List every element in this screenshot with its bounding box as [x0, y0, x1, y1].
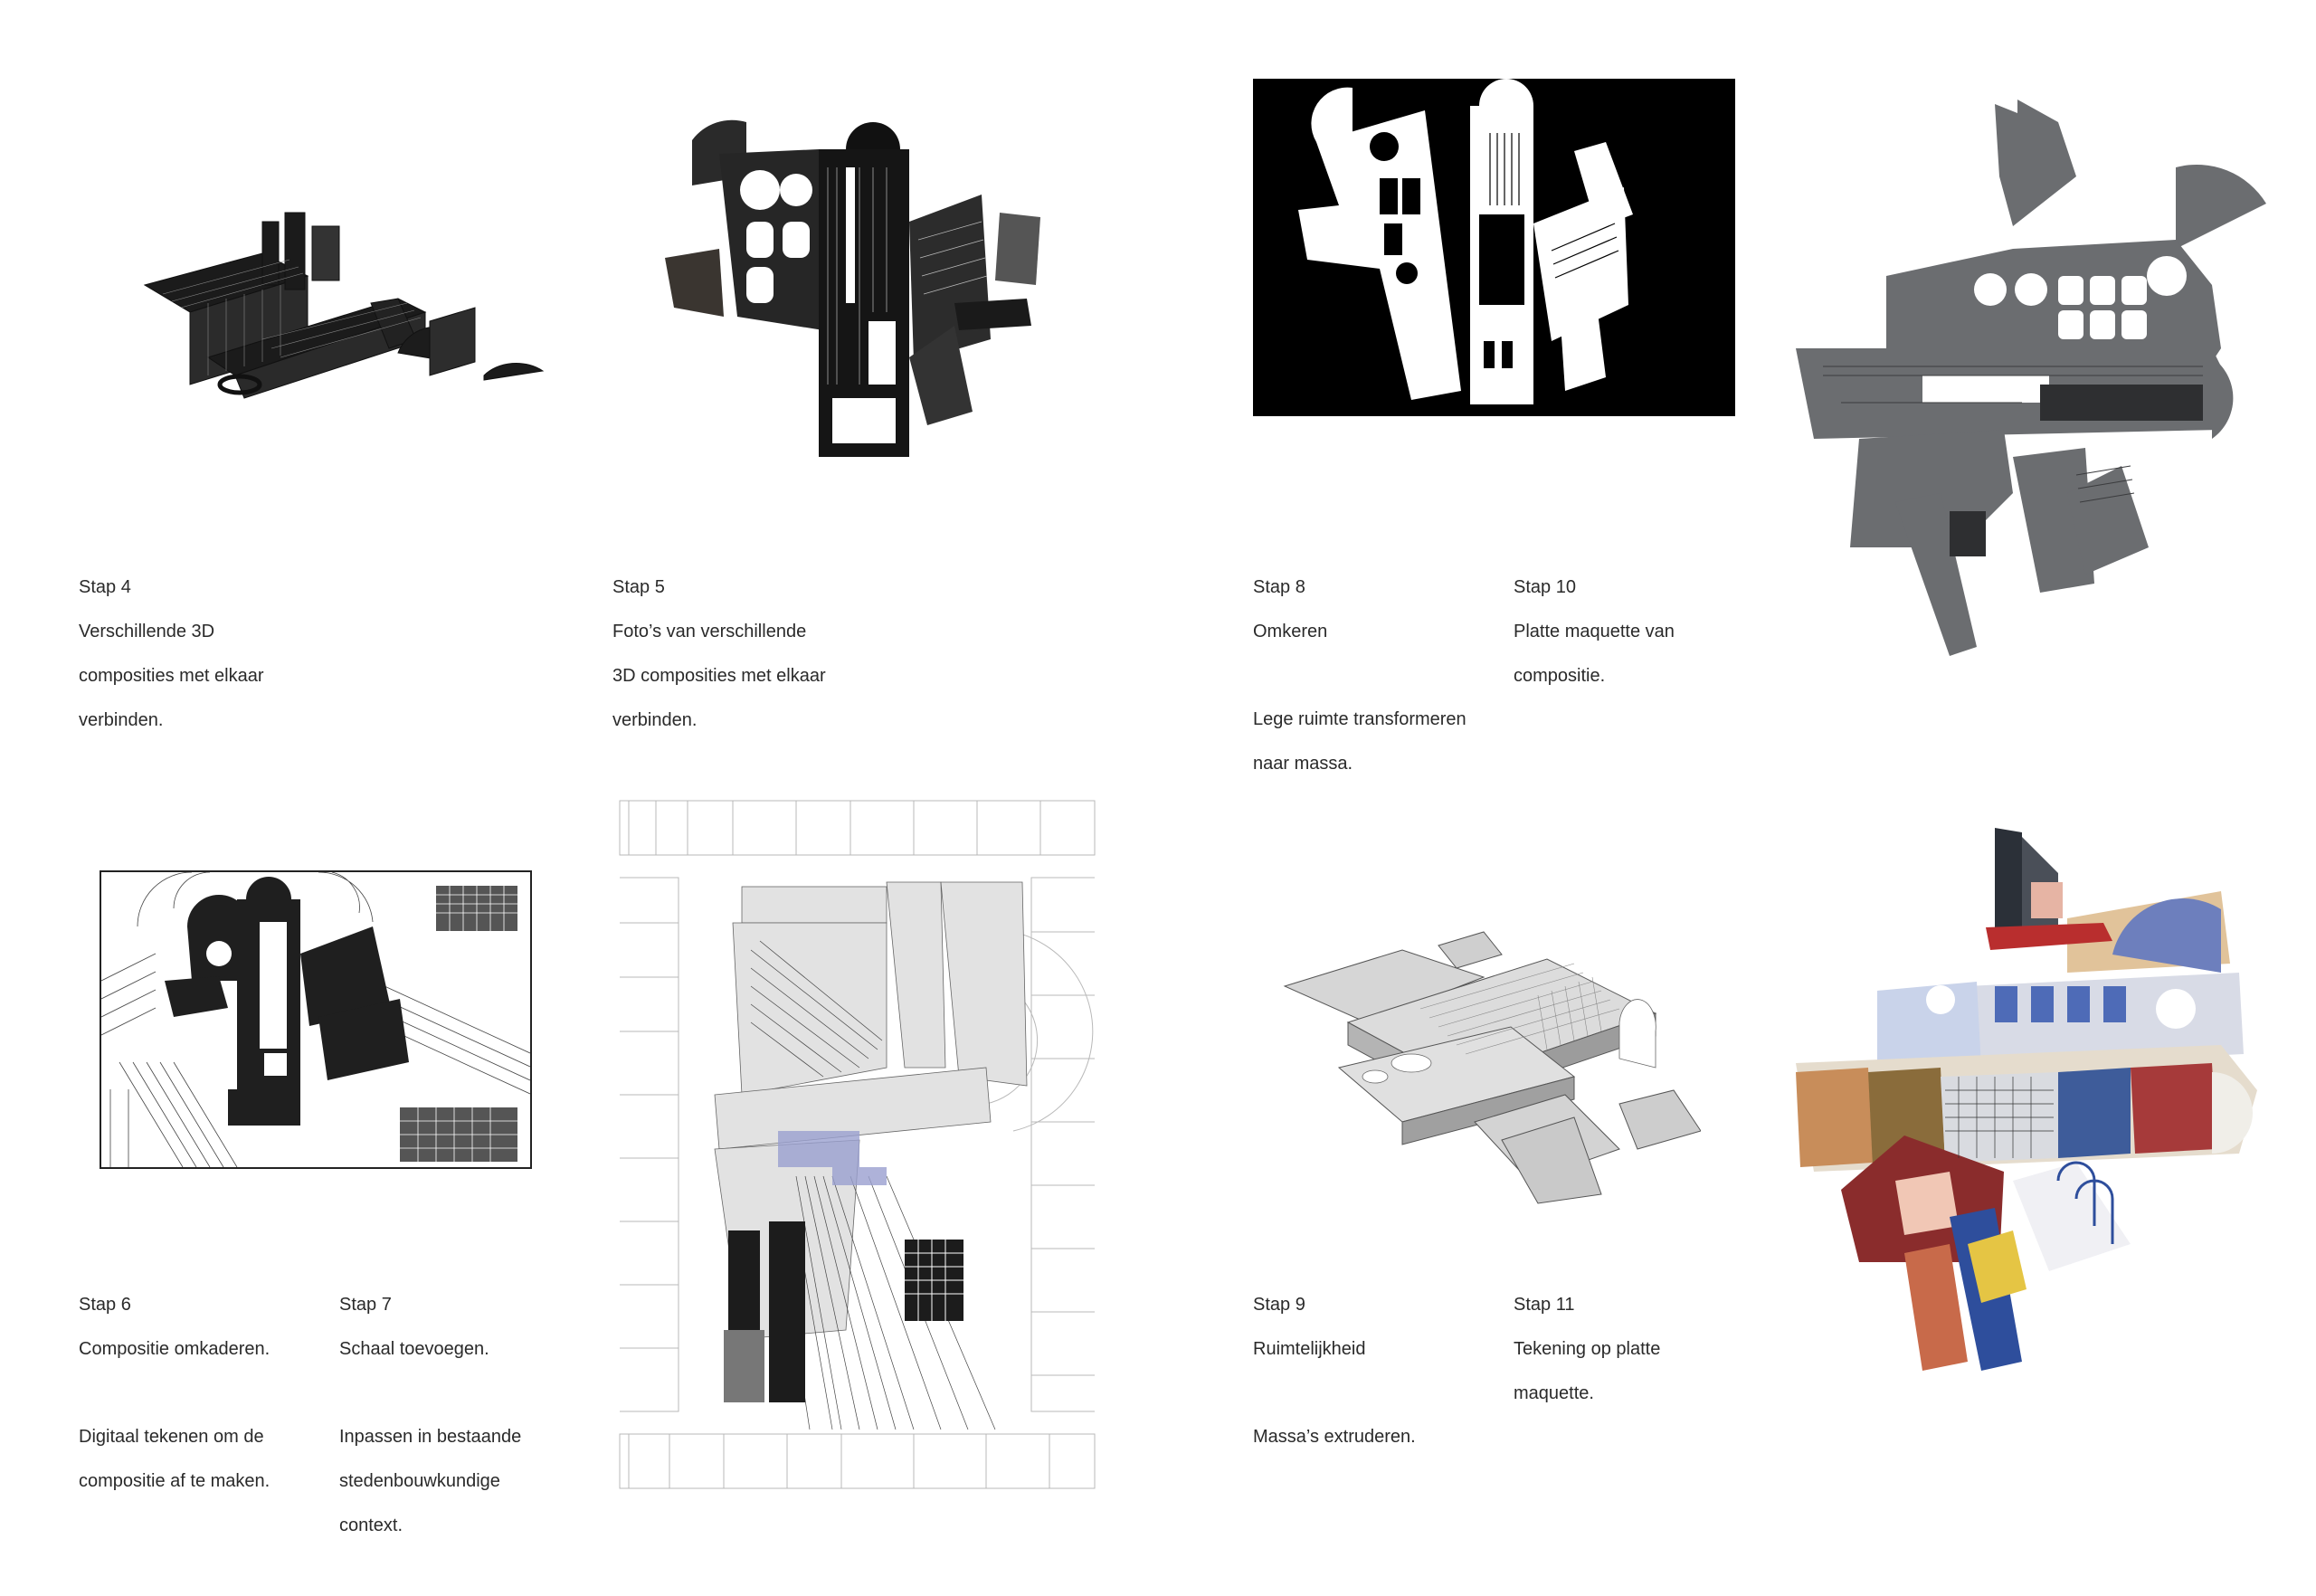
caption-stap7: Stap 7 Schaal toevoegen. Inpassen in bes…	[339, 1271, 521, 1559]
caption-stap6-line1: Compositie omkaderen.	[79, 1338, 271, 1359]
stap9-extruded-axonometric	[1276, 923, 1701, 1212]
caption-stap8: Stap 8 Omkeren Lege ruimte transformeren…	[1253, 554, 1466, 797]
caption-stap8-title: Stap 8	[1253, 576, 1305, 597]
caption-stap9: Stap 9 Ruimtelijkheid Massa’s extruderen…	[1253, 1271, 1416, 1470]
stap4-3d-composition	[127, 204, 552, 412]
caption-stap5-line3: verbinden.	[612, 709, 698, 730]
caption-stap9-extra1: Massa’s extruderen.	[1253, 1427, 1416, 1447]
caption-stap5: Stap 5 Foto’s van verschillende 3D compo…	[612, 554, 826, 754]
caption-stap5-line2: 3D composities met elkaar	[612, 665, 826, 686]
stap5-photo-collage	[638, 113, 1054, 470]
caption-stap10-line1: Platte maquette van	[1514, 621, 1675, 641]
caption-stap6-extra2: compositie af te maken.	[79, 1471, 271, 1491]
caption-stap11-line2: maquette.	[1514, 1382, 1594, 1403]
caption-stap7-title: Stap 7	[339, 1294, 392, 1315]
caption-stap8-extra1: Lege ruimte transformeren	[1253, 709, 1466, 729]
caption-stap6: Stap 6 Compositie omkaderen. Digitaal te…	[79, 1271, 270, 1515]
caption-stap10: Stap 10 Platte maquette van compositie.	[1514, 554, 1675, 709]
caption-stap4-title: Stap 4	[79, 576, 131, 597]
caption-stap9-line1: Ruimtelijkheid	[1253, 1338, 1366, 1359]
stap10-grey-flat-model	[1787, 77, 2275, 710]
caption-stap7-extra1: Inpassen in bestaande	[339, 1427, 522, 1447]
caption-stap11-line1: Tekening op platte	[1514, 1338, 1661, 1359]
caption-stap10-line2: compositie.	[1514, 665, 1606, 686]
caption-stap7-extra3: context.	[339, 1515, 403, 1535]
caption-stap11-title: Stap 11	[1514, 1294, 1575, 1315]
caption-stap8-line1: Omkeren	[1253, 621, 1328, 641]
caption-stap7-extra2: stedenbouwkundige	[339, 1471, 500, 1491]
stap7-urban-context-plan	[615, 796, 1099, 1493]
caption-stap4: Stap 4 Verschillende 3D composities met …	[79, 554, 264, 754]
caption-stap8-extra2: naar massa.	[1253, 754, 1353, 774]
caption-stap6-extra1: Digitaal tekenen om de	[79, 1427, 264, 1447]
stap8-inverted-silhouette	[1253, 79, 1735, 416]
caption-stap11: Stap 11 Tekening op platte maquette.	[1514, 1271, 1660, 1427]
caption-stap6-title: Stap 6	[79, 1294, 131, 1315]
caption-stap7-line1: Schaal toevoegen.	[339, 1338, 489, 1359]
caption-stap10-title: Stap 10	[1514, 576, 1576, 597]
caption-stap4-line2: composities met elkaar	[79, 665, 264, 686]
stap6-framed-drawing	[100, 870, 532, 1169]
caption-stap4-line3: verbinden.	[79, 709, 164, 730]
caption-stap5-line1: Foto’s van verschillende	[612, 621, 807, 641]
caption-stap4-line1: Verschillende 3D	[79, 621, 215, 641]
caption-stap9-title: Stap 9	[1253, 1294, 1305, 1315]
stap11-painted-model	[1787, 819, 2275, 1434]
caption-stap5-title: Stap 5	[612, 576, 665, 597]
